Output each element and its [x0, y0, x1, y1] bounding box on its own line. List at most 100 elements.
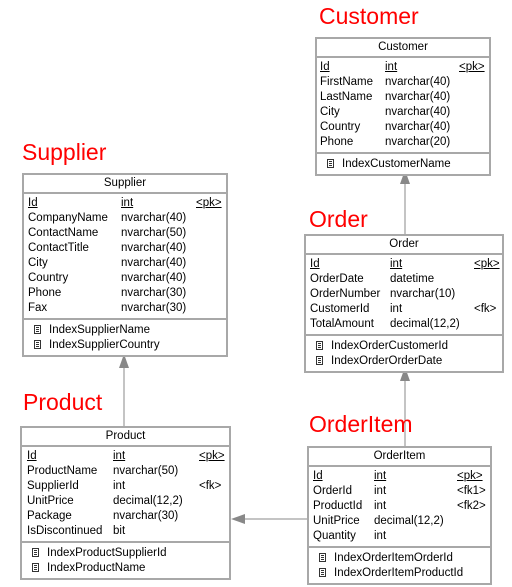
index-icon: [319, 568, 326, 577]
index-row[interactable]: IndexOrderItemProductId: [309, 566, 490, 581]
column-type: nvarchar(40): [385, 76, 451, 88]
column-type: nvarchar(40): [121, 257, 187, 269]
column-name: OrderNumber: [310, 288, 381, 300]
column-type: nvarchar(20): [385, 136, 451, 148]
column-row[interactable]: City nvarchar(40): [317, 105, 489, 120]
column-type: nvarchar(30): [121, 287, 187, 299]
column-type: nvarchar(30): [121, 302, 187, 314]
column-name: Fax: [28, 302, 48, 314]
column-name: OrderId: [313, 485, 352, 497]
index-row[interactable]: IndexOrderCustomerId: [306, 339, 502, 354]
column-type: nvarchar(40): [385, 91, 451, 103]
index-row[interactable]: IndexSupplierCountry: [24, 338, 226, 353]
column-name: TotalAmount: [310, 318, 374, 330]
column-name: City: [320, 106, 340, 118]
index-row[interactable]: IndexOrderOrderDate: [306, 354, 502, 369]
index-row[interactable]: IndexProductSupplierId: [22, 546, 229, 561]
column-type: int: [113, 450, 126, 462]
index-row[interactable]: IndexCustomerName: [317, 157, 489, 172]
column-name: ContactName: [28, 227, 99, 239]
column-type: nvarchar(50): [113, 465, 179, 477]
column-type: int: [390, 258, 403, 270]
column-key: <fk>: [474, 303, 497, 315]
column-name: UnitPrice: [313, 515, 360, 527]
column-type: nvarchar(40): [121, 212, 187, 224]
index-row[interactable]: IndexSupplierName: [24, 323, 226, 338]
column-row[interactable]: FirstName nvarchar(40): [317, 75, 489, 90]
label-orderitem: OrderItem: [309, 411, 413, 437]
column-name: Id: [313, 470, 323, 482]
arrowhead-customer: [400, 170, 410, 184]
column-type: int: [385, 61, 398, 73]
column-name: CompanyName: [28, 212, 108, 224]
index-name: IndexOrderItemProductId: [334, 567, 464, 579]
index-name: IndexSupplierName: [49, 324, 151, 336]
column-type: int: [113, 480, 126, 492]
index-name: IndexSupplierCountry: [49, 339, 160, 351]
index-icon: [32, 548, 39, 557]
index-icon: [34, 325, 41, 334]
column-row[interactable]: SupplierId int <fk>: [22, 479, 229, 494]
column-type: nvarchar(40): [385, 106, 451, 118]
column-name: OrderDate: [310, 273, 364, 285]
column-key: <pk>: [474, 258, 500, 270]
column-row[interactable]: Fax nvarchar(30): [24, 301, 226, 316]
column-key: <fk2>: [457, 500, 486, 512]
column-row[interactable]: ProductName nvarchar(50): [22, 464, 229, 479]
column-name: ProductName: [27, 465, 98, 477]
column-name: Id: [27, 450, 37, 462]
column-row[interactable]: CompanyName nvarchar(40): [24, 211, 226, 226]
column-name: SupplierId: [27, 480, 79, 492]
column-key: <fk>: [199, 480, 222, 492]
index-row[interactable]: IndexOrderItemOrderId: [309, 551, 490, 566]
index-icon: [34, 340, 41, 349]
entity-title: Customer: [317, 39, 489, 58]
column-type: int: [374, 470, 387, 482]
column-name: FirstName: [320, 76, 374, 88]
arrowhead-supplier: [119, 354, 129, 368]
index-name: IndexOrderCustomerId: [331, 340, 448, 352]
column-type: int: [390, 303, 403, 315]
column-row[interactable]: OrderDate datetime: [306, 272, 502, 287]
column-type: nvarchar(40): [385, 121, 451, 133]
index-icon: [327, 159, 334, 168]
column-name: Id: [320, 61, 330, 73]
column-row[interactable]: Country nvarchar(40): [317, 120, 489, 135]
column-name: Country: [320, 121, 361, 133]
index-row[interactable]: IndexProductName: [22, 561, 229, 576]
column-type: datetime: [390, 273, 435, 285]
